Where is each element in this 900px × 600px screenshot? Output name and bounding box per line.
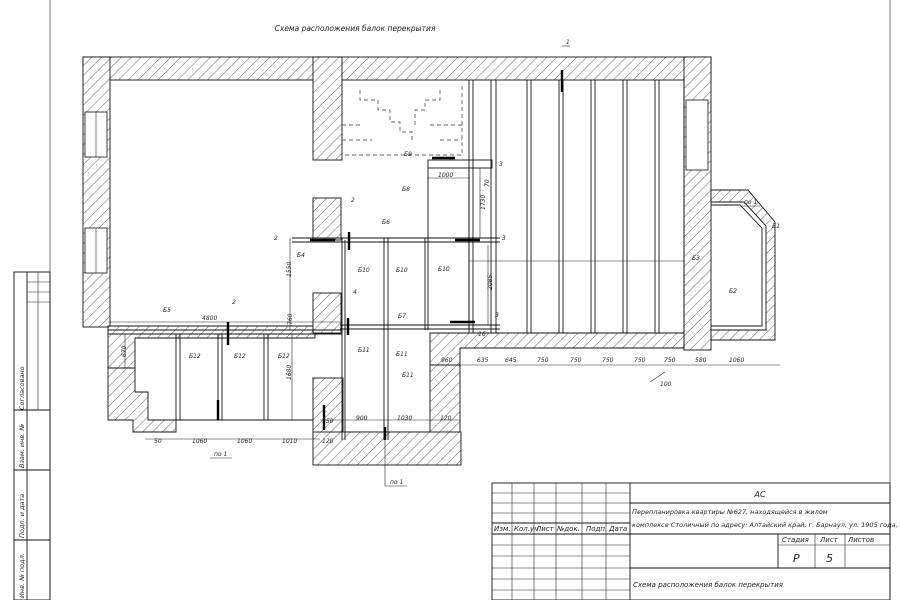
dim-text: 1060 [192,438,207,445]
stamp-inv-orig: Инв. № подл. [18,553,26,598]
side-stamp: Согласовано Взам. инв. № Подп. и дата Ин… [13,271,51,600]
tb-sheet-header: Лист [819,536,839,544]
dim-text: 750 [537,357,549,364]
dim-text: 1060 [237,438,252,445]
tb-drawing-name: Схема расположения балок перекрытия [633,581,783,589]
beam-label: Б11 [396,351,408,358]
tb-code: АС [753,490,765,499]
beam-label: Б6 [382,219,390,226]
beam-label: Б12 [234,353,246,360]
beam-label: Б2 [729,288,737,295]
dim-text: 16 [478,331,486,338]
beam-label: Б11 [358,347,370,354]
section-mark: 2 [274,235,278,242]
ref-label: по 1 [390,479,403,486]
wall-bay [710,189,776,341]
walls [82,56,776,466]
dim-text: 2085 [487,275,494,290]
dimension-lines [108,168,780,440]
section-mark: 3 [502,235,506,242]
wall-top [82,56,712,81]
dim-text: 100 [660,381,672,388]
tb-sheet: 5 [826,552,833,565]
tb-col: Изм. [494,525,510,533]
dim-text: 645 [505,357,517,364]
beam-label: Б12 [189,353,201,360]
dim-text: 120 [440,415,452,422]
dim-text: 1000 [438,172,453,179]
dim-text: 1010 [282,438,297,445]
tb-col: Дата [608,525,627,533]
staircase [341,85,463,156]
beam-label: Б1 [772,223,780,230]
beam-label: Б3 [692,255,700,262]
beams-right [468,70,685,333]
section-mark: 2 [232,299,236,306]
beam-label: Б11 [402,372,414,379]
dim-text: 750 [602,357,614,364]
ref-label: по 1 [744,199,757,206]
beams-middle [292,156,500,440]
dim-text: 760 [287,313,294,325]
dim-text: 1060 [729,357,744,364]
tb-col: Подп. [586,525,607,533]
wall-left [82,56,111,328]
dim-text: 960 [441,357,453,364]
dim-text: 1730 [480,195,487,210]
beam-label: Б10 [358,267,370,274]
tb-stage-header: Стадия [782,536,809,544]
beam-label: Б10 [438,266,450,273]
section-mark: 1 [566,39,570,46]
dim-text: 580 [695,357,707,364]
title-block: Изм. Кол.уч Лист №док. Подп. Дата АС Пер… [491,482,900,600]
stamp-replace-inv: Взам. инв. № [18,424,26,468]
ref-label: по 1 [214,451,227,458]
wall-stair [312,56,343,161]
section-marks: 1 2 2 2 3 3 3 4 [232,39,570,319]
beam-label: Б12 [278,353,290,360]
section-mark: 2 [351,197,355,204]
beam-labels: Б1 Б2 Б3 Б4 Б5 Б6 Б7 Б8 Б9 Б10 Б10 Б10 Б… [163,151,780,379]
dim-text: 1030 [397,415,412,422]
tb-stage: Р [793,552,800,565]
tb-project: Перепланировка квартиры №627, находящейс… [632,508,828,516]
dim-text: 900 [356,415,368,422]
beam-label: Б9 [404,151,412,158]
beam-label: Б5 [163,307,171,314]
tb-address: комплексе Столичный по адресу: Алтайский… [632,521,900,529]
dimension-texts: 50 1060 1060 1010 120 150 900 1030 120 9… [121,172,744,445]
dim-text: 750 [634,357,646,364]
dim-text: 750 [570,357,582,364]
stamp-sign-date: Подп. и дата [18,494,26,538]
section-mark: 4 [353,289,357,296]
dim-text: 50 [154,438,162,445]
dim-text: 750 [664,357,676,364]
tb-col: Лист [535,525,555,533]
beam-label: Б10 [396,267,408,274]
dim-text: 4800 [202,315,217,322]
beams-left [108,322,342,430]
refs: по 1 по 1 по 1 [210,199,760,487]
stamp-agreed: Согласовано [18,366,26,410]
tb-col: №док. [556,525,580,533]
beam-label: Б4 [297,252,305,259]
dim-text: 70 [484,179,491,187]
dim-text: 635 [477,357,489,364]
section-mark: 3 [499,161,503,168]
drawing-title: Схема расположения балок перекрытия [275,24,436,33]
tb-col: Кол.уч [514,525,538,533]
beam-label: Б7 [398,313,406,320]
tb-sheets-header: Листов [847,536,874,544]
dim-text: 120 [322,438,334,445]
dim-text: 1680 [286,365,293,380]
beam-label: Б8 [402,186,410,193]
dim-text: 1550 [286,262,293,277]
section-mark: 3 [495,312,499,319]
dim-text: 670 [121,345,128,357]
dim-text: 150 [322,418,334,425]
